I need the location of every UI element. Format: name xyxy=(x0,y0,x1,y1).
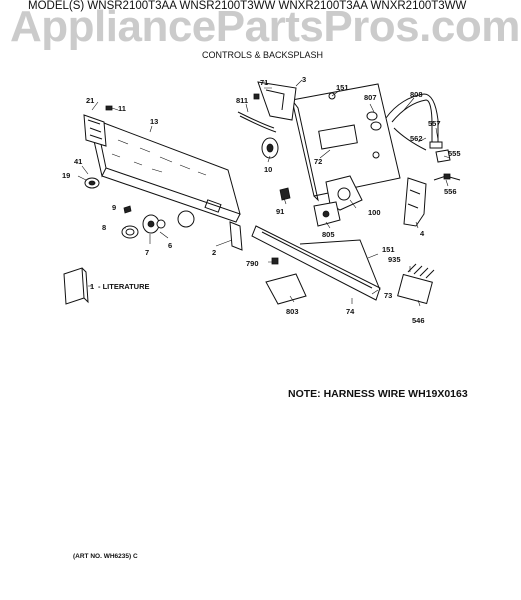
literature-booklet xyxy=(63,267,89,305)
label-807: 807 xyxy=(364,93,377,102)
label-91: 91 xyxy=(276,207,284,216)
harness-part-556 xyxy=(433,173,461,181)
harness-part-546 xyxy=(397,263,435,305)
label-73: 73 xyxy=(384,291,392,300)
label-9: 9 xyxy=(112,203,116,212)
harness-note: NOTE: HARNESS WIRE WH19X0163 xyxy=(288,388,468,400)
screw-part-71 xyxy=(253,93,260,100)
valve-part-805 xyxy=(313,201,341,227)
label-151-bottom: 151 xyxy=(382,245,395,254)
valve-part-557 xyxy=(435,149,451,163)
label-10: 10 xyxy=(264,165,272,174)
bracket-part-4 xyxy=(403,177,427,227)
label-11: 11 xyxy=(118,104,126,113)
label-19: 19 xyxy=(62,171,70,180)
timer-part-100 xyxy=(325,175,363,211)
label-6: 6 xyxy=(168,241,172,250)
clip-part-91 xyxy=(279,187,291,201)
art-number: (ART NO. WH6235) C xyxy=(73,553,138,560)
label-151-top: 151 xyxy=(336,83,349,92)
label-557: 557 xyxy=(428,119,441,128)
label-41: 41 xyxy=(74,157,82,166)
diagram-subtitle: CONTROLS & BACKSPLASH xyxy=(202,50,324,60)
bracket-part-21 xyxy=(83,114,107,147)
washer-part-807 xyxy=(366,111,382,131)
label-8: 8 xyxy=(102,223,106,232)
label-74: 74 xyxy=(346,307,355,316)
hinge-part-3 xyxy=(257,81,297,121)
label-21: 21 xyxy=(86,96,94,105)
label-71: 71 xyxy=(260,78,268,87)
switch-part-2 xyxy=(229,221,243,251)
label-100: 100 xyxy=(368,208,381,217)
label-2: 2 xyxy=(212,248,216,257)
label-935: 935 xyxy=(388,255,401,264)
clip-part-790 xyxy=(271,257,279,265)
label-790: 790 xyxy=(246,259,259,268)
label-546: 546 xyxy=(412,316,425,325)
label-562: 562 xyxy=(410,134,423,143)
label-555: 555 xyxy=(448,149,461,158)
rail-part-74 xyxy=(251,225,381,301)
knob-parts-group xyxy=(121,205,166,239)
label-805: 805 xyxy=(322,230,335,239)
label-13: 13 xyxy=(150,117,158,126)
label-7: 7 xyxy=(145,248,149,257)
screw-part-11 xyxy=(105,105,113,111)
block-part-803 xyxy=(265,273,307,305)
label-811: 811 xyxy=(236,96,248,105)
label-808: 808 xyxy=(410,90,423,99)
hose-part-562 xyxy=(393,127,427,151)
wire-part-811 xyxy=(237,111,277,133)
label-3: 3 xyxy=(302,75,306,84)
label-72: 72 xyxy=(314,157,322,166)
model-list: MODEL(S) WNSR2100T3AA WNSR2100T3WW WNXR2… xyxy=(28,0,467,12)
knob-part-19 xyxy=(84,177,100,189)
label-4: 4 xyxy=(420,229,425,238)
label-556: 556 xyxy=(444,187,457,196)
hoses-part-808 xyxy=(385,93,443,149)
label-803: 803 xyxy=(286,307,299,316)
literature-label: - LITERATURE xyxy=(98,282,150,291)
switch-part-10 xyxy=(261,137,279,159)
watermark: AppliancePartsPros.com xyxy=(10,2,520,51)
label-1: 1 xyxy=(90,282,94,291)
control-panel-part xyxy=(91,119,241,228)
